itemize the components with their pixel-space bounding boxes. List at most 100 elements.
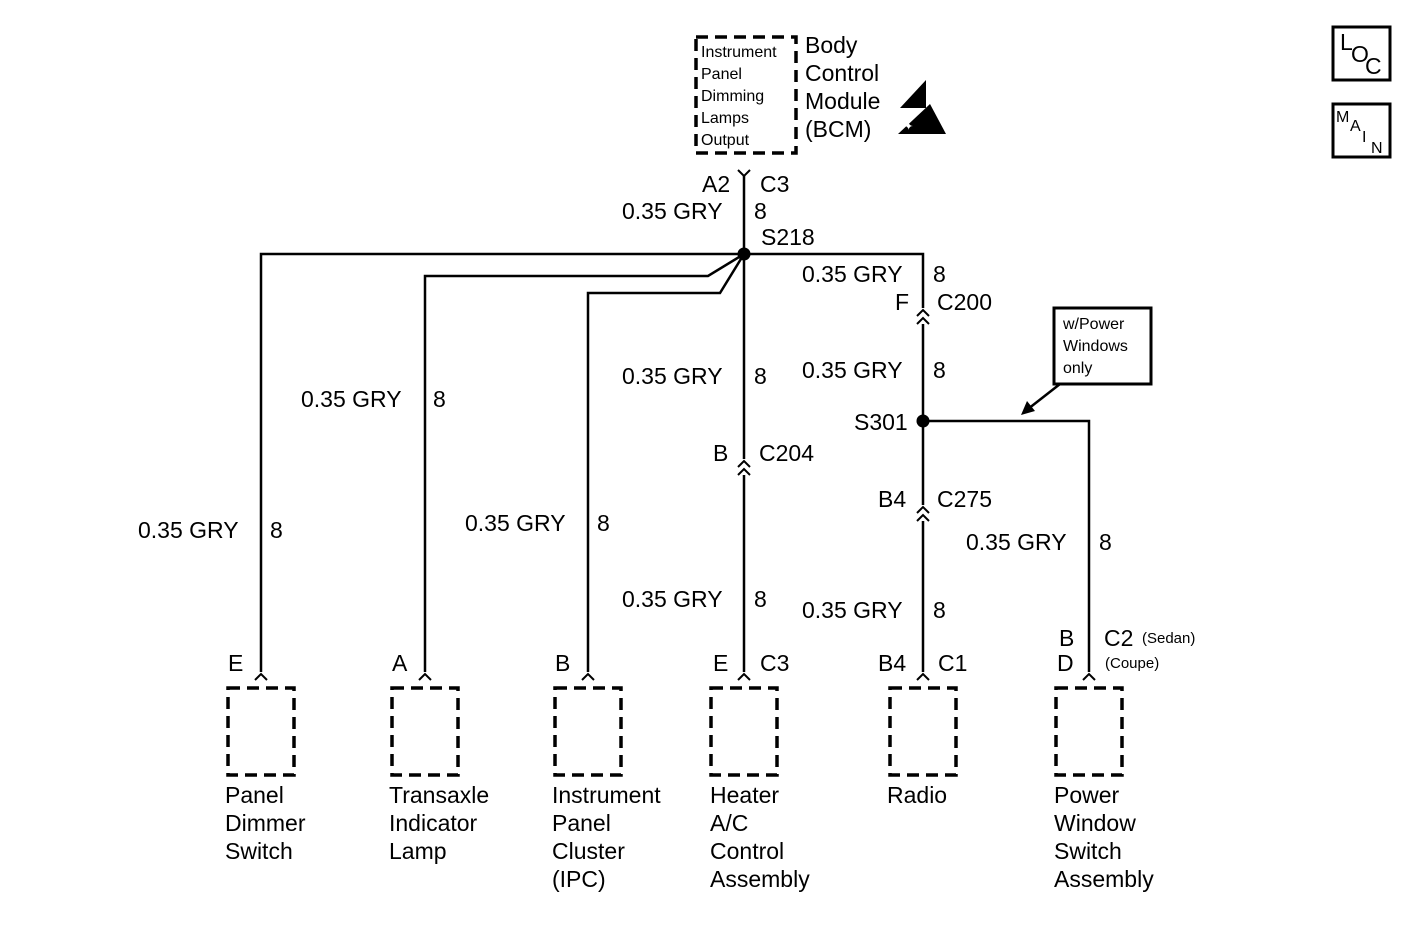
splice-s218	[737, 247, 751, 261]
bcm-inner-label-4: Lamps	[701, 110, 749, 127]
radio-name-1: Radio	[887, 782, 947, 808]
note-line-1: w/Power	[1062, 316, 1125, 333]
radio-pin: B4	[878, 650, 906, 676]
wire-label-transaxle: 0.35 GRY	[301, 386, 402, 412]
power-window-name-2: Window	[1054, 810, 1136, 836]
transaxle-name-3: Lamp	[389, 838, 447, 864]
splice-s218-label: S218	[761, 224, 815, 250]
component-instrument-panel-cluster: B Instrument Panel Cluster (IPC)	[552, 650, 661, 892]
bcm-dashed-box	[694, 35, 798, 155]
wire-ipc	[586, 253, 746, 672]
heater-name-4: Assembly	[710, 866, 810, 892]
heater-connector: C3	[760, 650, 789, 676]
wire-label-power-window: 0.35 GRY	[966, 529, 1067, 555]
circuit-label-panel-dimmer: 8	[270, 517, 283, 543]
main-button[interactable]: M A I N	[1331, 102, 1392, 159]
svg-text:✦: ✦	[904, 121, 913, 133]
note-line-3: only	[1063, 360, 1092, 377]
heater-name-2: A/C	[710, 810, 748, 836]
loc-letter-l: L	[1340, 29, 1353, 55]
esd-warning-icon: ✦	[898, 80, 946, 134]
heater-name-1: Heater	[710, 782, 779, 808]
panel-dimmer-name-3: Switch	[225, 838, 293, 864]
main-letter-i: I	[1362, 129, 1366, 146]
component-heater-ac-control: E C3 Heater A/C Control Assembly	[709, 650, 810, 892]
wire-label-bcm: 0.35 GRY	[622, 198, 723, 224]
wire-label-c204-top: 0.35 GRY	[622, 363, 723, 389]
main-letter-n: N	[1371, 140, 1383, 157]
panel-dimmer-name-1: Panel	[225, 782, 284, 808]
ipc-name-3: Cluster	[552, 838, 625, 864]
c204-pin: B	[713, 440, 728, 466]
circuit-label-power-window: 8	[1099, 529, 1112, 555]
wire-label-panel-dimmer: 0.35 GRY	[138, 517, 239, 543]
inline-connector-c275	[916, 505, 930, 522]
circuit-label-c204-top: 8	[754, 363, 767, 389]
wire-label-c204-bottom: 0.35 GRY	[622, 586, 723, 612]
power-window-connector-note: (Sedan)	[1142, 630, 1195, 647]
main-letter-a: A	[1350, 118, 1361, 135]
panel-dimmer-pin: E	[228, 650, 243, 676]
ipc-name-4: (IPC)	[552, 866, 606, 892]
transaxle-name-1: Transaxle	[389, 782, 489, 808]
component-radio: B4 C1 Radio	[878, 650, 967, 808]
power-window-name-1: Power	[1054, 782, 1120, 808]
circuit-label-transaxle: 8	[433, 386, 446, 412]
note-power-windows: w/Power Windows only	[1021, 306, 1153, 415]
note-arrow-line	[1027, 383, 1061, 410]
radio-connector: C1	[938, 650, 967, 676]
wire-transaxle	[423, 252, 745, 672]
power-window-name-4: Assembly	[1054, 866, 1154, 892]
bcm-inner-label-1: Instrument	[701, 44, 777, 61]
main-letter-m: M	[1336, 109, 1349, 126]
circuit-label-c200-bottom: 8	[933, 357, 946, 383]
circuit-label-bcm: 8	[754, 198, 767, 224]
circuit-label-c204-bottom: 8	[754, 586, 767, 612]
bcm-module: Instrument Panel Dimming Lamps Output Bo…	[694, 32, 946, 155]
power-window-pin-alt: D	[1057, 650, 1074, 676]
panel-dimmer-name-2: Dimmer	[225, 810, 306, 836]
circuit-label-radio: 8	[933, 597, 946, 623]
wire-label-ipc: 0.35 GRY	[465, 510, 566, 536]
wires	[259, 176, 1091, 672]
power-window-connector-note-alt: (Coupe)	[1105, 655, 1159, 672]
bcm-inner-label-2: Panel	[701, 66, 742, 83]
inline-connector-c200	[916, 308, 930, 325]
wire-power-window	[923, 419, 1091, 672]
component-panel-dimmer-switch: E Panel Dimmer Switch	[225, 650, 306, 864]
ipc-name-1: Instrument	[552, 782, 661, 808]
bcm-name-2: Control	[805, 60, 879, 86]
ipc-name-2: Panel	[552, 810, 611, 836]
heater-pin: E	[713, 650, 728, 676]
splice-s301	[916, 414, 930, 428]
loc-letter-o: O	[1351, 41, 1369, 67]
loc-button[interactable]: L O C	[1331, 25, 1392, 82]
c275-pin: B4	[878, 486, 906, 512]
wire-label-c200-bottom: 0.35 GRY	[802, 357, 903, 383]
wire-label-radio: 0.35 GRY	[802, 597, 903, 623]
component-power-window-switch: B D C2 (Sedan) (Coupe) Power Window Swit…	[1054, 625, 1195, 892]
wire-label-c200-top: 0.35 GRY	[802, 261, 903, 287]
bcm-inner-label-3: Dimming	[701, 88, 764, 105]
heater-name-3: Control	[710, 838, 784, 864]
component-transaxle-indicator-lamp: A Transaxle Indicator Lamp	[389, 650, 489, 864]
bcm-name-4: (BCM)	[805, 116, 871, 142]
bcm-inner-label-5: Output	[701, 132, 750, 149]
bcm-name-1: Body	[805, 32, 858, 58]
power-window-connector: C2	[1104, 625, 1133, 651]
note-line-2: Windows	[1063, 338, 1128, 355]
inline-connector-c204	[737, 459, 751, 476]
wire-panel-dimmer	[259, 252, 744, 672]
power-window-name-3: Switch	[1054, 838, 1122, 864]
c204-name: C204	[759, 440, 814, 466]
ipc-pin: B	[555, 650, 570, 676]
bcm-connector: C3	[760, 171, 789, 197]
note-arrow-head-icon	[1021, 401, 1035, 415]
circuit-label-ipc: 8	[597, 510, 610, 536]
c200-name: C200	[937, 289, 992, 315]
c200-pin: F	[895, 289, 909, 315]
bcm-name-3: Module	[805, 88, 880, 114]
loc-letter-c: C	[1365, 53, 1382, 79]
c275-name: C275	[937, 486, 992, 512]
